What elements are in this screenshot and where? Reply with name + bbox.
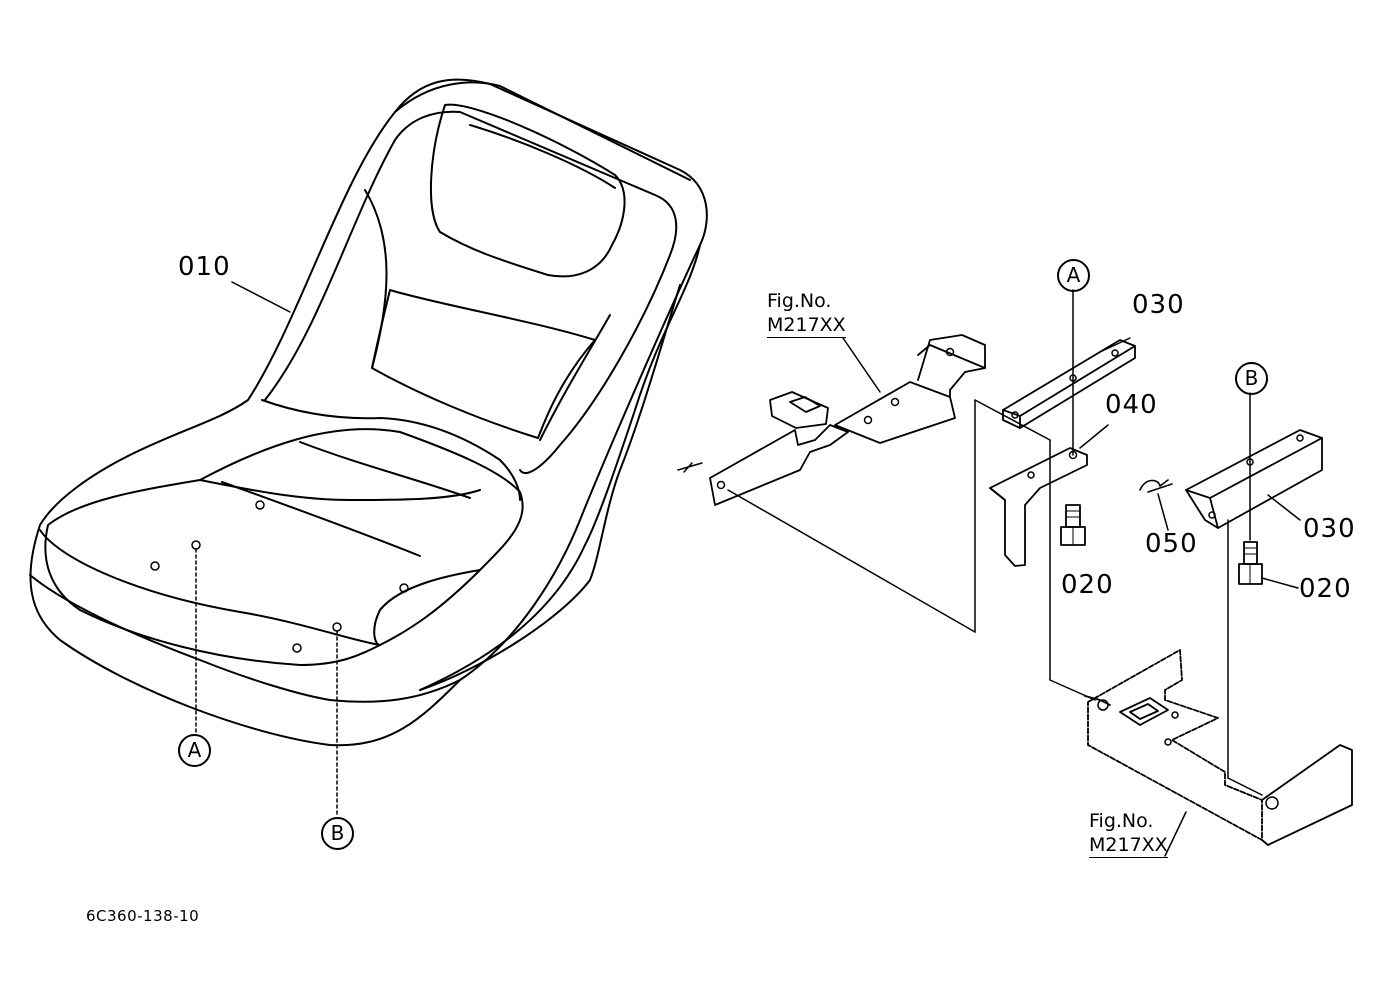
upper-frame	[677, 334, 986, 506]
seat-cushion-inner	[199, 479, 481, 501]
label-bolt-020-left: 020	[1061, 570, 1114, 600]
label-bracket-030-left: 030	[1132, 290, 1185, 320]
leader-050	[1157, 493, 1169, 531]
label-bolt-020-right: 020	[1299, 574, 1352, 604]
seat-bottom-edge	[29, 574, 461, 703]
seat-back-side-left	[364, 189, 388, 369]
seat-cushion-outline	[44, 428, 524, 666]
fig-ref-bottom: Fig.No. M217XX	[1089, 812, 1168, 858]
seat-back-rim	[394, 81, 691, 181]
seat-cushion-front	[39, 529, 381, 646]
frame-bar	[709, 424, 849, 506]
seat-back-side	[419, 244, 701, 691]
seat-top-lines	[261, 399, 521, 501]
leader-fig-top	[842, 337, 881, 393]
bracket-030-right-illustration	[1185, 429, 1323, 529]
frame-plate	[834, 381, 956, 444]
seat-back-inner	[264, 110, 678, 474]
label-plate-040: 040	[1105, 390, 1158, 420]
frame-bracket-fold	[917, 344, 986, 369]
leader-020-right	[1261, 577, 1299, 589]
label-bracket-030-right: 030	[1303, 514, 1356, 544]
leader-030-left	[1099, 337, 1131, 353]
fig-ref-bottom-line1: Fig.No.	[1089, 810, 1154, 832]
drawing-code: 6C360-138-10	[86, 907, 200, 925]
pin-050-illustration	[1139, 479, 1173, 531]
lower-frame-slot	[1119, 697, 1169, 726]
seat-cushion-groove-1	[299, 441, 471, 499]
leader-010	[231, 281, 291, 313]
frame-tab-hole	[789, 396, 821, 413]
bracket-030-left-illustration	[1002, 337, 1136, 429]
fig-ref-top: Fig.No. M217XX	[767, 292, 846, 338]
label-pin-050: 050	[1145, 529, 1198, 559]
seat-illustration	[29, 78, 708, 818]
seat-side-shell	[419, 284, 681, 691]
plate-040-illustration	[989, 424, 1109, 567]
seat-back-side-right	[539, 314, 611, 441]
marker-a-bracket: A	[1057, 259, 1090, 292]
fig-ref-top-line2: M217XX	[767, 314, 846, 338]
frame-tab	[769, 391, 829, 429]
bolt-020-right-illustration	[1238, 541, 1299, 589]
marker-a-seat: A	[178, 734, 211, 767]
seat-headrest-line	[469, 124, 616, 189]
seat-mount-holes	[150, 500, 409, 653]
marker-b-seat: B	[321, 817, 354, 850]
frame-bracket	[917, 334, 986, 398]
leader-040	[1079, 424, 1109, 449]
seat-outline	[29, 78, 708, 747]
label-seat-010: 010	[178, 252, 231, 282]
leader-030-right	[1267, 494, 1301, 521]
frame-pin	[677, 462, 703, 473]
fig-ref-top-line1: Fig.No.	[767, 290, 832, 312]
bolt-020-left-illustration	[1060, 504, 1086, 546]
seat-back-panel	[371, 289, 596, 439]
seat-cushion-groove-2	[221, 481, 421, 557]
leader-fig-bottom	[1164, 811, 1187, 857]
lower-frame-side	[1261, 744, 1353, 846]
marker-b-bracket: B	[1235, 362, 1268, 395]
seat-headrest	[429, 103, 626, 278]
seat-cushion-right-roll	[373, 569, 481, 646]
lower-frame	[1084, 649, 1353, 857]
lower-frame-slot-inner	[1129, 703, 1159, 720]
fig-ref-bottom-line2: M217XX	[1089, 834, 1168, 858]
lower-frame-pin-left	[1084, 695, 1111, 706]
